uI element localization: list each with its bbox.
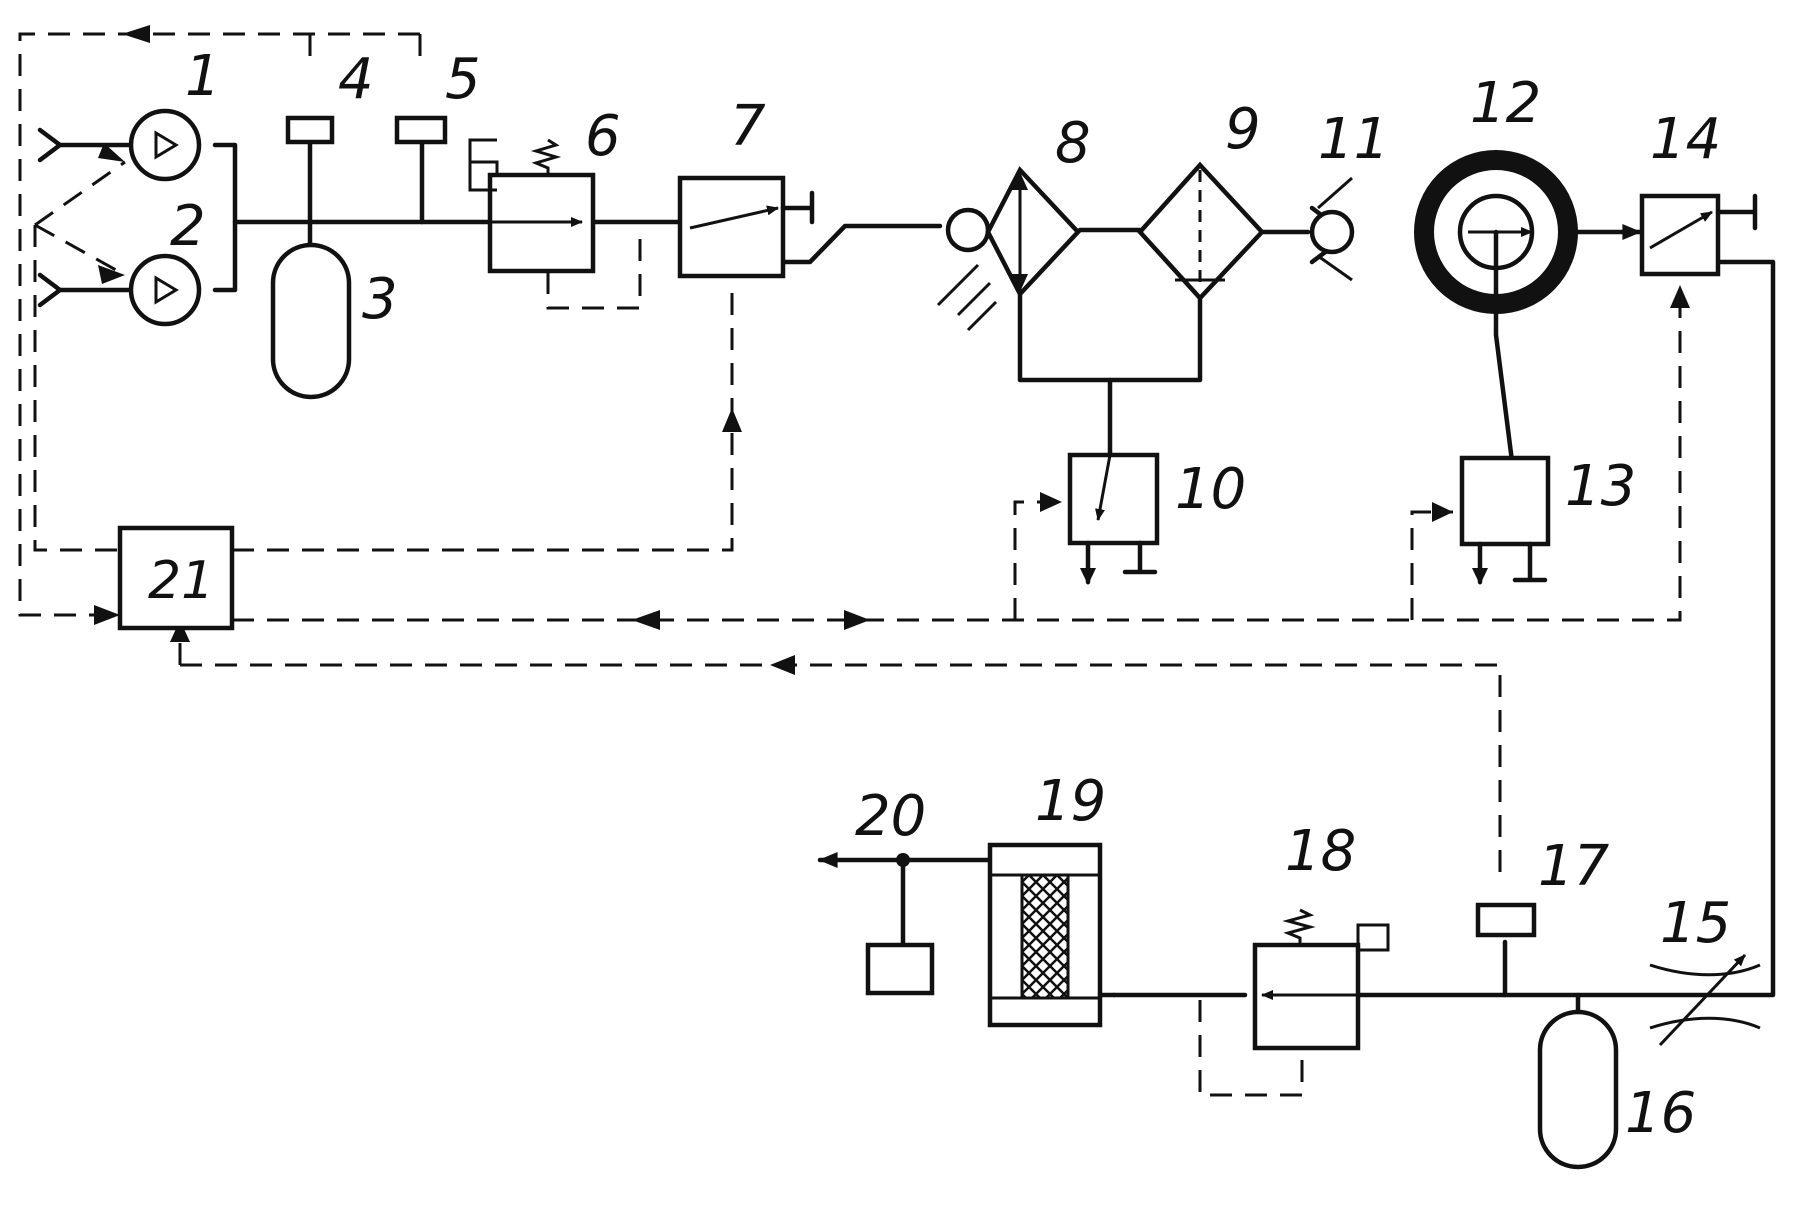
label-17: 17: [1538, 834, 1610, 899]
label-1: 1: [185, 44, 221, 109]
label-21: 21: [148, 551, 214, 611]
label-13: 13: [1565, 454, 1636, 519]
label-20: 20: [855, 784, 926, 849]
label-8: 8: [1055, 111, 1091, 176]
drain-valve-10: [1070, 455, 1157, 585]
label-5: 5: [445, 47, 481, 112]
label-3: 3: [362, 267, 398, 332]
filter-element-19: [990, 845, 1114, 1025]
label-14: 14: [1650, 107, 1721, 172]
label-6: 6: [585, 104, 621, 169]
label-16: 16: [1625, 1081, 1696, 1146]
label-2: 2: [170, 194, 206, 259]
label-9: 9: [1225, 97, 1261, 162]
pressure-regulator-18: [1255, 910, 1388, 1048]
label-10: 10: [1175, 457, 1246, 522]
label-7: 7: [730, 94, 766, 159]
pressure-regulator-6: [470, 140, 593, 271]
cooler-8: [938, 170, 1078, 330]
sensor-4: [288, 118, 332, 142]
compressor-1: [40, 111, 199, 179]
drain-valve-13: [1462, 458, 1548, 585]
label-19: 19: [1035, 769, 1106, 834]
label-15: 15: [1660, 891, 1731, 956]
label-4: 4: [338, 47, 374, 112]
receiver-16: [1540, 1012, 1616, 1167]
label-11: 11: [1318, 107, 1389, 172]
output-20: [868, 853, 932, 993]
sensor-17: [1478, 905, 1534, 935]
receiver-3: [273, 245, 349, 397]
check-valve-11: [1312, 178, 1352, 280]
label-12: 12: [1470, 71, 1541, 136]
compressor-2: [40, 256, 199, 324]
filter-9: [1140, 165, 1262, 298]
throttle-15: [1650, 955, 1760, 1045]
label-18: 18: [1285, 819, 1356, 884]
sensor-5: [397, 118, 445, 142]
